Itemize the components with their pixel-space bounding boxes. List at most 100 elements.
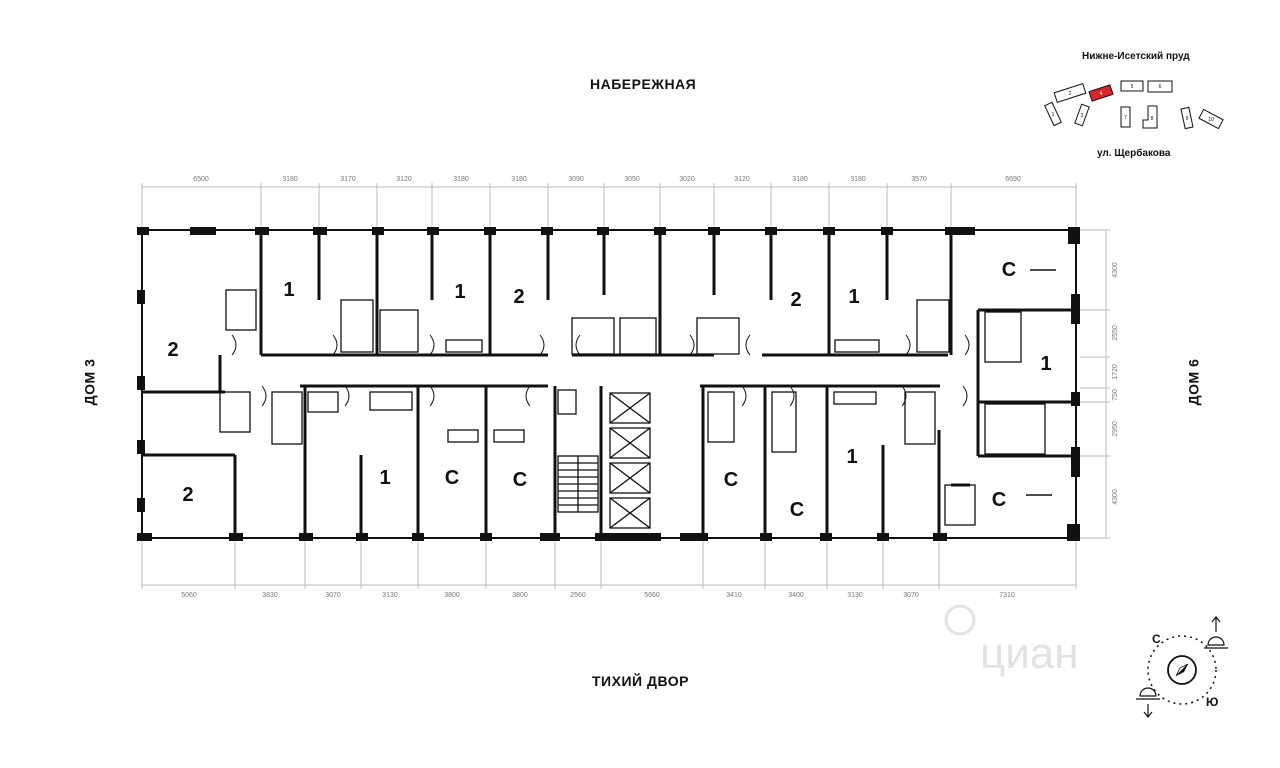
site-building-5: 5 (1120, 80, 1144, 92)
site-building-1: 1 (1044, 101, 1062, 127)
svg-text:10: 10 (1208, 117, 1214, 123)
street-label-top: НАБЕРЕЖНАЯ (590, 76, 697, 92)
dim-bottom-8: 5660 (644, 592, 660, 599)
elevator-shaft-3 (609, 462, 651, 494)
dim-bottom-1: 5060 (181, 592, 197, 599)
dimension-labels-top: 6500 3180 3170 3120 3180 3180 3090 3050 … (193, 176, 1021, 183)
dim-bottom-12: 3070 (903, 592, 919, 599)
apartment-label-bottom-4[interactable]: С (513, 469, 527, 491)
apartment-label-bottom-5[interactable]: С (724, 469, 738, 491)
interior-fixtures (219, 289, 1046, 529)
dimension-line-right (1080, 229, 1110, 539)
dim-right-6: 4300 (1112, 489, 1119, 505)
svg-text:2: 2 (1069, 91, 1072, 97)
dimension-labels-bottom: 5060 3830 3070 3130 3800 3800 2560 5660 … (181, 592, 1015, 599)
compass-south: Ю (1206, 695, 1218, 709)
staircase (557, 455, 599, 513)
svg-text:4: 4 (1100, 91, 1103, 97)
dim-bottom-9: 3410 (726, 592, 742, 599)
dim-top-13: 3570 (911, 176, 927, 183)
apartment-label-top-7[interactable]: С (1002, 259, 1016, 281)
dim-bottom-10: 3400 (788, 592, 804, 599)
dim-top-5: 3180 (453, 176, 469, 183)
apartment-label-top-4[interactable]: 2 (513, 286, 524, 308)
site-building-8: 8 (1142, 105, 1158, 129)
dim-right-4: 750 (1112, 389, 1119, 401)
svg-text:6: 6 (1159, 84, 1162, 90)
svg-text:1: 1 (1052, 112, 1055, 118)
watermark: циан (944, 604, 1079, 678)
dimension-line-bottom (141, 540, 1077, 589)
svg-text:5: 5 (1131, 84, 1134, 90)
svg-text:8: 8 (1151, 116, 1154, 122)
dim-bottom-7: 2560 (570, 592, 586, 599)
site-building-6: 6 (1147, 80, 1173, 93)
dim-bottom-13: 7310 (999, 592, 1015, 599)
site-map-top-label: Нижне-Исетский пруд (1082, 51, 1190, 62)
apartment-label-bottom-3[interactable]: С (445, 467, 459, 489)
dim-top-7: 3090 (568, 176, 584, 183)
sunrise-icon (1204, 616, 1228, 649)
compass: С Ю (1136, 616, 1228, 718)
dim-bottom-2: 3830 (262, 592, 278, 599)
compass-north: С (1152, 632, 1161, 646)
dim-top-6: 3180 (511, 176, 527, 183)
svg-text:9: 9 (1186, 116, 1189, 122)
interior-walls (142, 230, 1076, 538)
dim-bottom-11: 3130 (847, 592, 863, 599)
apartment-label-top-1[interactable]: 2 (167, 339, 178, 361)
site-building-9: 9 (1180, 106, 1194, 130)
dimension-labels-right: 4300 2550 1720 750 2950 4300 (1112, 262, 1119, 505)
elevator-shaft-4 (609, 497, 651, 529)
apartment-label-top-6[interactable]: 1 (848, 286, 859, 308)
dim-right-3: 1720 (1112, 364, 1119, 380)
dim-top-2: 3180 (282, 176, 298, 183)
site-building-4: 4 (1088, 84, 1114, 102)
dim-top-10: 3120 (734, 176, 750, 183)
door-swings (231, 334, 970, 407)
dim-top-11: 3180 (792, 176, 808, 183)
street-label-bottom: ТИХИЙ ДВОР (592, 673, 689, 689)
elevator-shaft-1 (609, 392, 651, 424)
kitchen-marks (1026, 269, 1056, 496)
dim-top-12: 3180 (850, 176, 866, 183)
apartment-label-top-3[interactable]: 1 (454, 281, 465, 303)
sunset-icon (1136, 687, 1160, 718)
compass-icon (1167, 655, 1197, 685)
apartment-label-bottom-7[interactable]: 1 (846, 446, 857, 468)
dim-top-4: 3120 (396, 176, 412, 183)
dim-top-9: 3020 (679, 176, 695, 183)
dim-right-5: 2950 (1112, 421, 1119, 437)
dim-top-8: 3050 (624, 176, 640, 183)
dim-bottom-6: 3800 (512, 592, 528, 599)
dim-bottom-3: 3070 (325, 592, 341, 599)
site-building-3: 3 (1074, 103, 1090, 127)
apartment-labels: 2 1 1 2 2 1 С 1 2 1 С С С С 1 С (167, 259, 1051, 521)
apartment-label-bottom-1[interactable]: 2 (182, 484, 193, 506)
dim-right-1: 4300 (1112, 262, 1119, 278)
site-building-2: 2 (1053, 82, 1087, 104)
dim-top-3: 3170 (340, 176, 356, 183)
dimension-line-top (141, 183, 1077, 228)
site-map-bottom-label: ул. Щербакова (1097, 148, 1171, 159)
apartment-label-top-2[interactable]: 1 (283, 279, 294, 301)
site-building-10: 10 (1198, 108, 1224, 130)
site-building-7: 7 (1120, 106, 1131, 128)
apartment-label-top-5[interactable]: 2 (790, 289, 801, 311)
dim-top-14: 6690 (1005, 176, 1021, 183)
apartment-label-bottom-6[interactable]: С (790, 499, 804, 521)
outer-walls (141, 229, 1077, 539)
apartment-label-bottom-2[interactable]: 1 (379, 467, 390, 489)
dim-bottom-5: 3800 (444, 592, 460, 599)
elevator-shaft-2 (609, 427, 651, 459)
svg-text:3: 3 (1081, 113, 1084, 119)
apartment-label-top-8[interactable]: 1 (1040, 353, 1051, 375)
dim-right-2: 2550 (1112, 325, 1119, 341)
dim-bottom-4: 3130 (382, 592, 398, 599)
apartment-label-bottom-8[interactable]: С (992, 489, 1006, 511)
svg-text:7: 7 (1124, 115, 1127, 121)
site-map: 1 2 3 4 5 6 7 8 (1044, 80, 1224, 130)
dim-top-1: 6500 (193, 176, 209, 183)
svg-text:циан: циан (980, 629, 1079, 678)
